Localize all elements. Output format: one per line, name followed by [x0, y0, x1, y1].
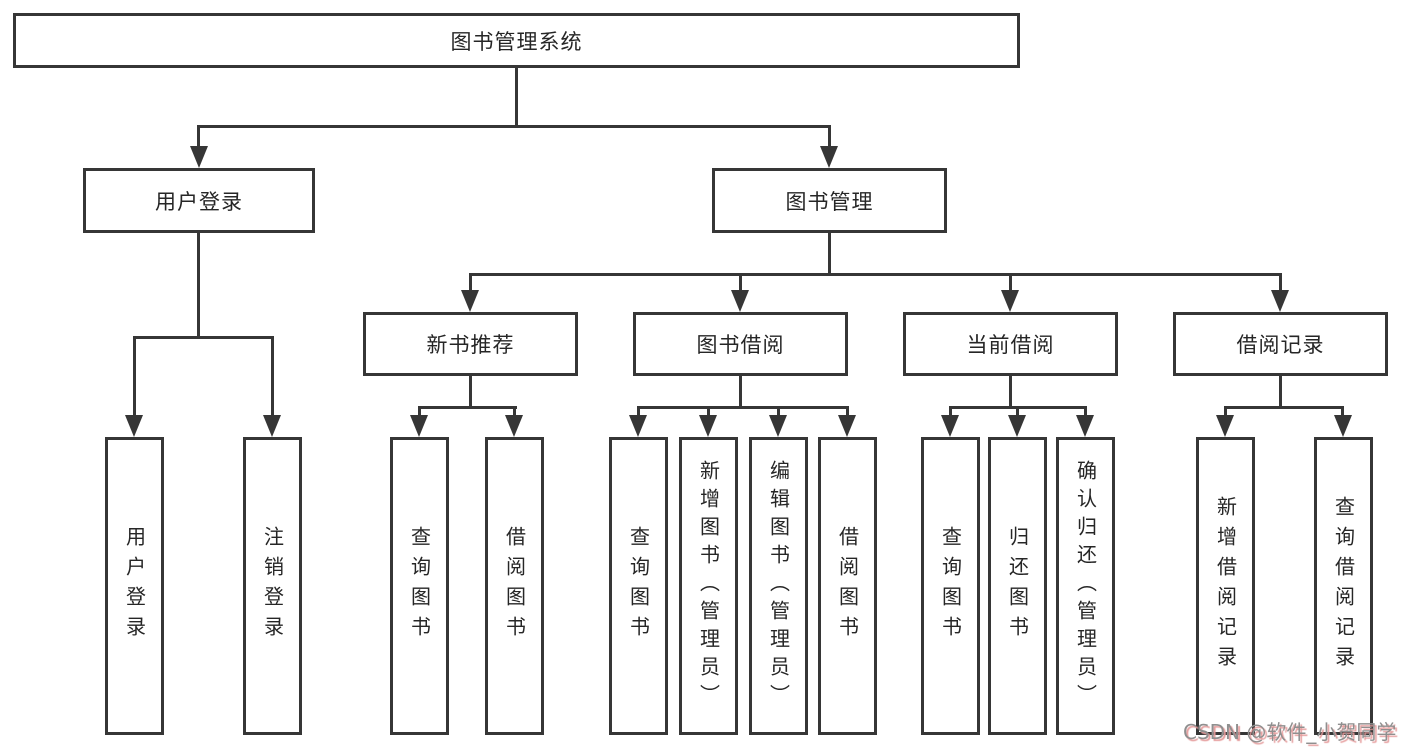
- connector-g1-drop2: [513, 406, 516, 417]
- node-book-borrow: 图书借阅: [633, 312, 848, 376]
- node-leaf-query-book-2: 查询图书: [609, 437, 668, 735]
- node-leaf-user-login: 用户登录: [105, 437, 164, 735]
- node-borrow-record: 借阅记录: [1173, 312, 1388, 376]
- connector-g2-bar: [637, 406, 849, 409]
- watermark: CSDN @软件_小贺同学: [1183, 720, 1397, 744]
- connector-userlogin-stem: [197, 233, 200, 339]
- connector-g4-drop1: [1224, 406, 1227, 417]
- connector-root-bar: [197, 125, 831, 128]
- connector-g3-drop3: [1084, 406, 1087, 417]
- node-leaf-confirm-return-admin: 确认归还（管理员）: [1056, 437, 1115, 735]
- arrowhead-g3-leaf2: [1008, 415, 1026, 437]
- connector-g2-drop1: [637, 406, 640, 417]
- node-root: 图书管理系统: [13, 13, 1020, 68]
- arrowhead-g1-leaf2: [505, 415, 523, 437]
- arrowhead-book-mgmt: [820, 146, 838, 168]
- connector-g1-drop1: [418, 406, 421, 417]
- node-new-book-recommend: 新书推荐: [363, 312, 578, 376]
- arrowhead-book-borrow: [731, 290, 749, 312]
- connector-g2-drop4: [846, 406, 849, 417]
- arrowhead-g4-leaf1: [1216, 415, 1234, 437]
- arrowhead-borrow-record: [1271, 290, 1289, 312]
- connector-g1-bar: [418, 406, 517, 409]
- connector-userlogin-drop1: [133, 336, 136, 417]
- connector-g2-drop2: [707, 406, 710, 417]
- node-leaf-query-book-3: 查询图书: [921, 437, 980, 735]
- connector-bookmgmt-bar: [469, 273, 1282, 276]
- connector-g2-stem: [739, 376, 742, 408]
- arrowhead-g4-leaf2: [1334, 415, 1352, 437]
- arrowhead-g2-leaf4: [838, 415, 856, 437]
- arrowhead-current-borrow: [1001, 290, 1019, 312]
- arrowhead-user-login: [190, 146, 208, 168]
- node-leaf-return-book: 归还图书: [988, 437, 1047, 735]
- connector-g1-stem: [469, 376, 472, 408]
- node-book-mgmt: 图书管理: [712, 168, 947, 233]
- connector-g3-drop2: [1016, 406, 1019, 417]
- connector-bookmgmt-drop3: [1009, 273, 1012, 292]
- node-user-login: 用户登录: [83, 168, 315, 233]
- arrowhead-login-leaf: [125, 415, 143, 437]
- connector-bookmgmt-drop1: [469, 273, 472, 292]
- arrowhead-new-book: [461, 290, 479, 312]
- node-leaf-query-book-1: 查询图书: [390, 437, 449, 735]
- node-leaf-borrow-book-1: 借阅图书: [485, 437, 544, 735]
- connector-g3-stem: [1009, 376, 1012, 408]
- connector-bookmgmt-drop4: [1279, 273, 1282, 292]
- connector-bookmgmt-stem: [828, 233, 831, 276]
- node-leaf-borrow-book-2: 借阅图书: [818, 437, 877, 735]
- connector-root-drop-left: [197, 125, 200, 148]
- connector-g4-drop2: [1341, 406, 1344, 417]
- arrowhead-g1-leaf1: [410, 415, 428, 437]
- connector-userlogin-drop2: [271, 336, 274, 417]
- arrowhead-g3-leaf3: [1076, 415, 1094, 437]
- connector-root-stem: [515, 68, 518, 128]
- connector-g4-stem: [1279, 376, 1282, 408]
- arrowhead-g2-leaf2: [699, 415, 717, 437]
- connector-g2-drop3: [777, 406, 780, 417]
- node-current-borrow: 当前借阅: [903, 312, 1118, 376]
- node-leaf-add-borrow-record: 新增借阅记录: [1196, 437, 1255, 735]
- node-leaf-logout: 注销登录: [243, 437, 302, 735]
- arrowhead-logout-leaf: [263, 415, 281, 437]
- connector-g4-bar: [1224, 406, 1344, 409]
- arrowhead-g2-leaf3: [769, 415, 787, 437]
- node-leaf-query-borrow-record: 查询借阅记录: [1314, 437, 1373, 735]
- arrowhead-g3-leaf1: [941, 415, 959, 437]
- connector-g3-drop1: [949, 406, 952, 417]
- connector-userlogin-bar: [133, 336, 274, 339]
- connector-bookmgmt-drop2: [739, 273, 742, 292]
- node-leaf-add-book-admin: 新增图书（管理员）: [679, 437, 738, 735]
- connector-root-drop-right: [828, 125, 831, 148]
- node-leaf-edit-book-admin: 编辑图书（管理员）: [749, 437, 808, 735]
- arrowhead-g2-leaf1: [629, 415, 647, 437]
